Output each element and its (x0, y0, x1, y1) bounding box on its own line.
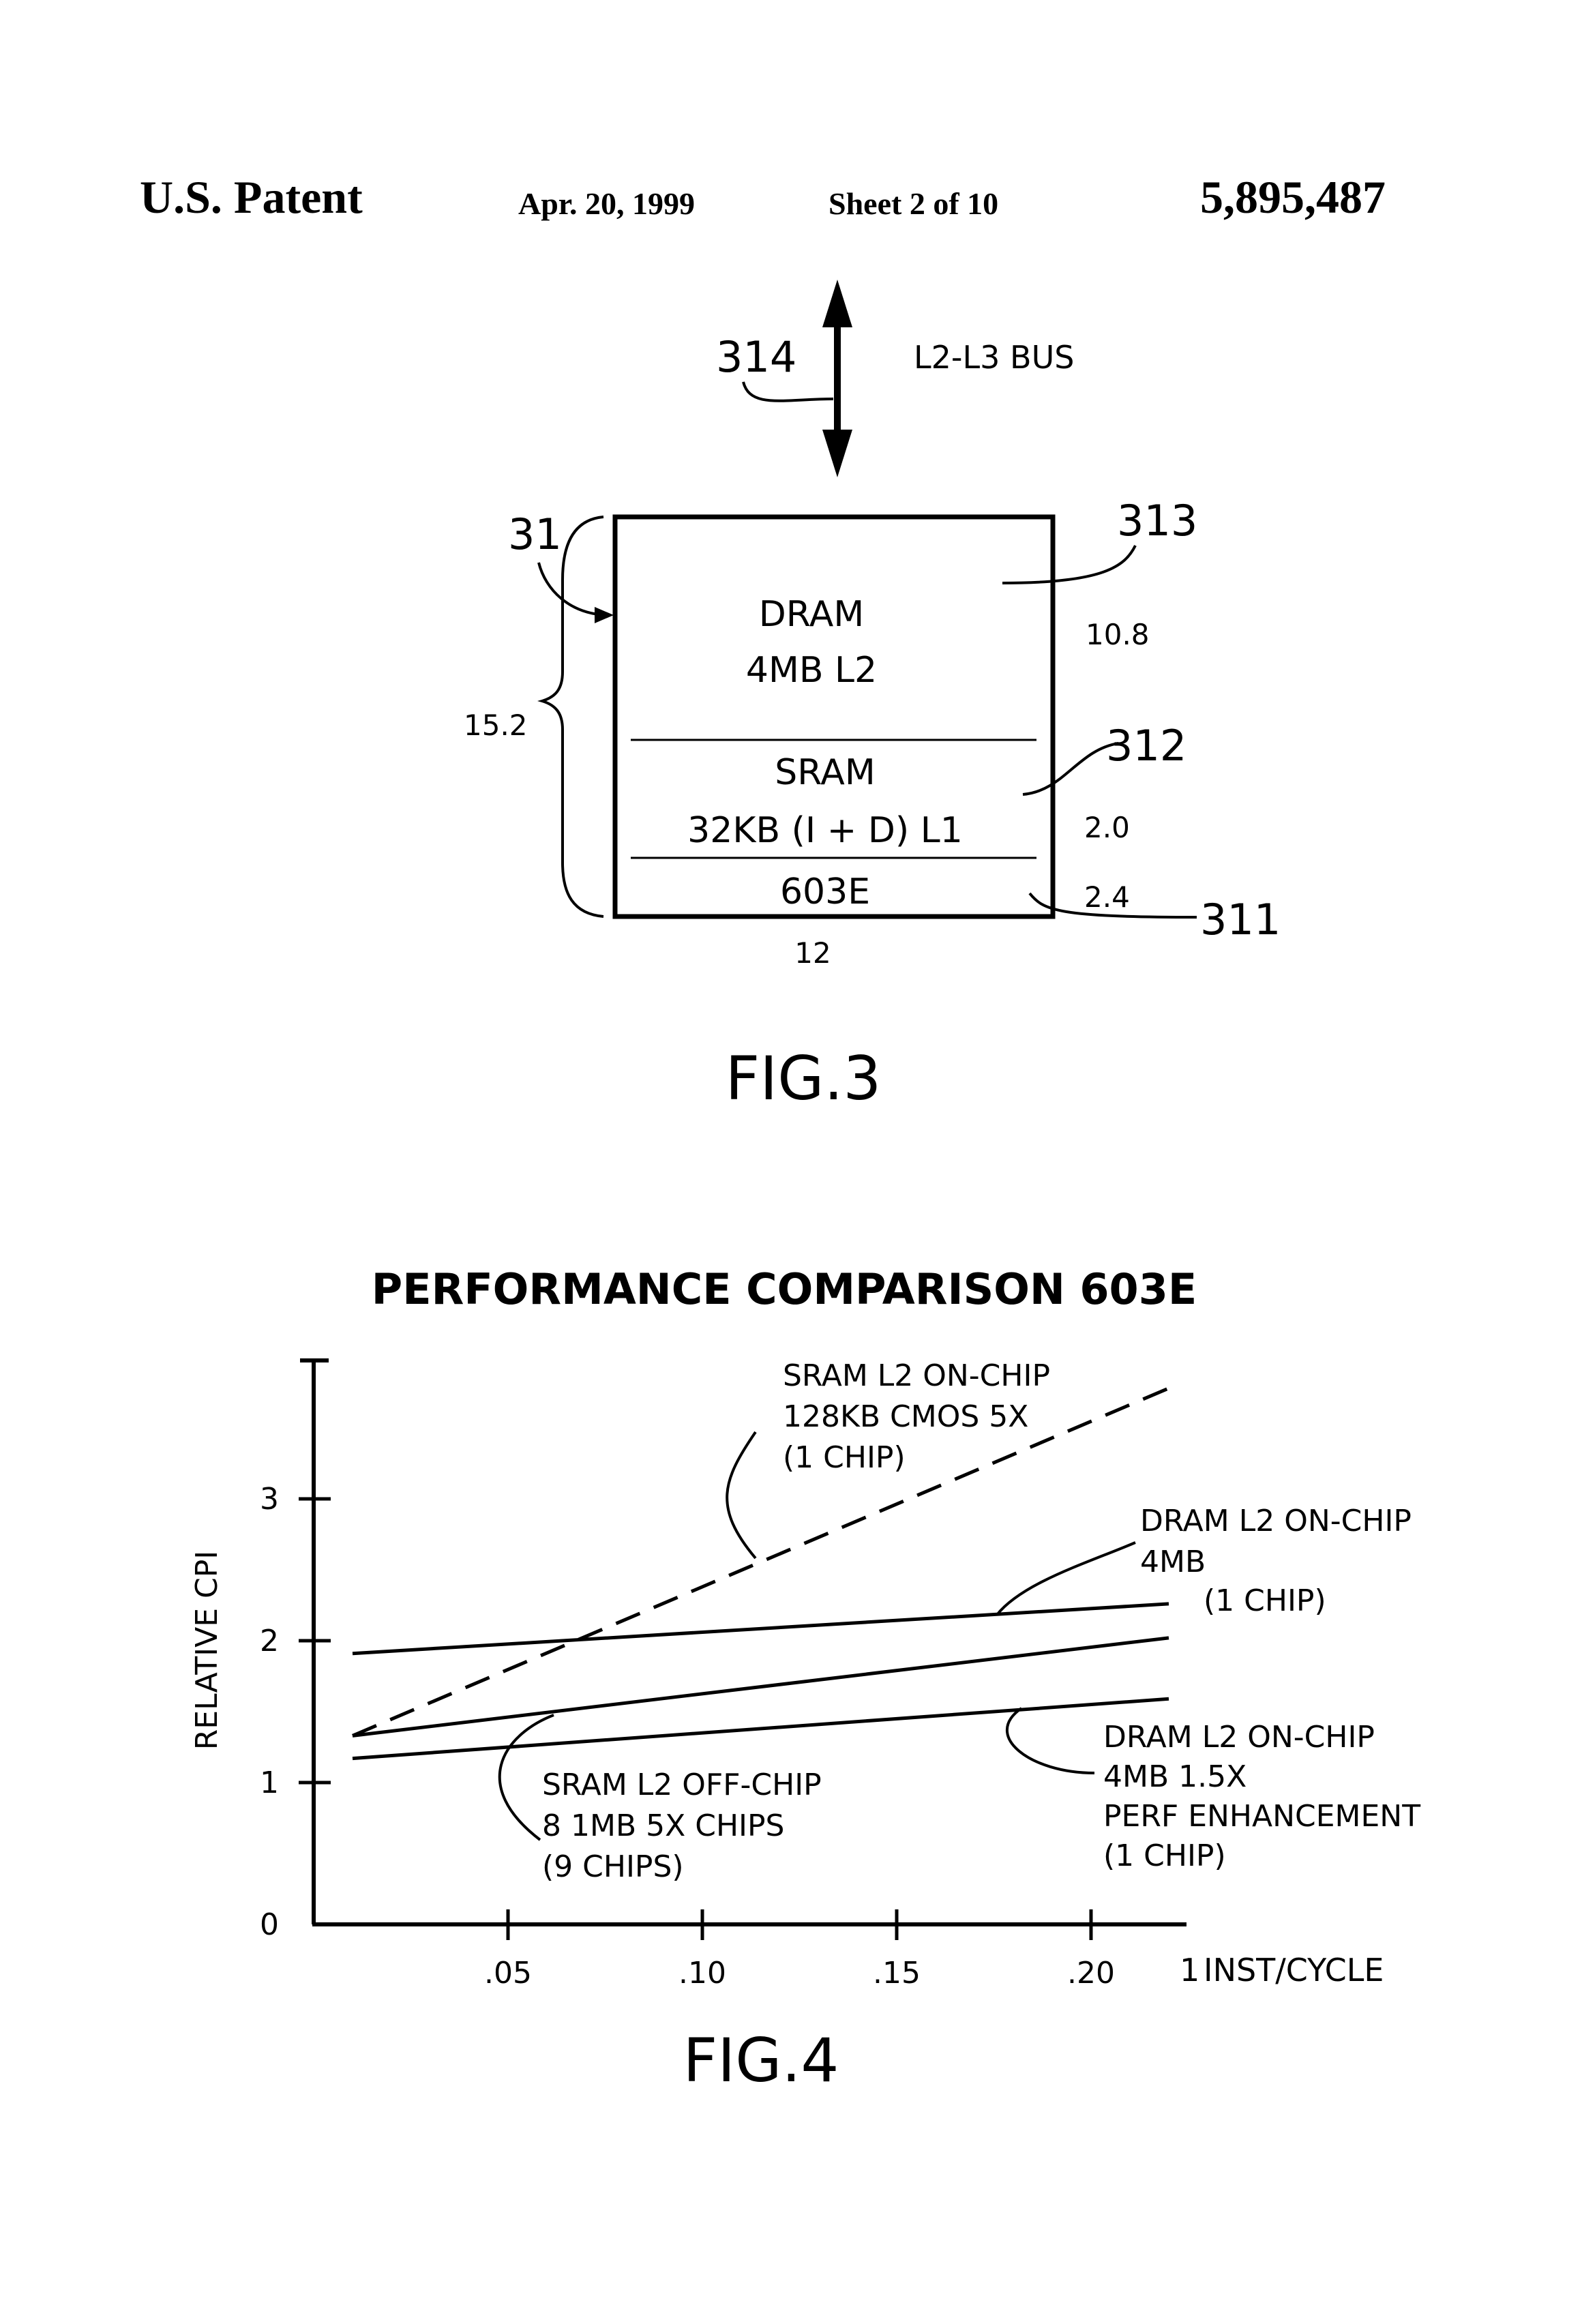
series-line-4 (353, 1699, 1169, 1758)
y-tick-label: 2 (260, 1624, 279, 1658)
x-tick-label: 1 (1180, 1952, 1199, 1988)
anno-sram-on-line1: SRAM L2 ON-CHIP (783, 1358, 1050, 1393)
anno-dram-on-line1: DRAM L2 ON-CHIP (1140, 1504, 1412, 1538)
dim-cpu: 2.4 (1084, 880, 1130, 914)
x-tick-label: .05 (484, 1956, 532, 1991)
series-line-2 (353, 1604, 1169, 1654)
anno-sram-on-leader (727, 1432, 756, 1558)
anno-sram-on-line2: 128KB CMOS 5X (783, 1399, 1028, 1434)
sram-size-label: 32KB (I + D) L1 (687, 810, 963, 851)
x-tick-label: .20 (1067, 1956, 1115, 1991)
dram-size-label: 4MB L2 (746, 650, 877, 691)
ref-dram: 313 (1117, 496, 1197, 546)
dim-width: 12 (794, 936, 831, 970)
y-ticks: 0 1 2 3 (260, 1482, 331, 1942)
ref-sram-leader (1023, 743, 1118, 794)
fig3-caption: FIG.3 (726, 1043, 882, 1114)
ref-sram: 312 (1106, 721, 1186, 771)
cpu-label: 603E (780, 872, 870, 912)
anno-dram-on-line3: (1 CHIP) (1204, 1583, 1326, 1618)
anno-dram-enh-line4: (1 CHIP) (1103, 1838, 1226, 1873)
height-brace (542, 517, 603, 917)
chip-ref-label: 31 (508, 509, 562, 559)
anno-dram-on-leader (997, 1543, 1135, 1615)
anno-sram-off-line1: SRAM L2 OFF-CHIP (542, 1768, 822, 1802)
ref-cpu: 311 (1200, 895, 1281, 944)
series-line-1 (353, 1388, 1169, 1736)
dim-sram: 2.0 (1084, 811, 1130, 844)
dim-total-height: 15.2 (464, 709, 528, 742)
dim-dram: 10.8 (1086, 618, 1150, 651)
x-ticks: .05 .10 .15 .20 1 (484, 1909, 1199, 1991)
bus-ref-leader (743, 382, 833, 401)
y-tick-label: 0 (260, 1907, 279, 1942)
series-lines (353, 1388, 1169, 1759)
dram-label: DRAM (759, 594, 865, 635)
anno-sram-off-line2: 8 1MB 5X CHIPS (542, 1808, 784, 1843)
chip-outline (615, 517, 1053, 917)
y-tick-label: 1 (260, 1766, 279, 1800)
bus-label: L2-L3 BUS (914, 339, 1074, 376)
anno-dram-enh-line2: 4MB 1.5X (1103, 1759, 1247, 1794)
sram-label: SRAM (775, 752, 875, 793)
chart-title: PERFORMANCE COMPARISON 603E (372, 1264, 1197, 1314)
chip-ref-arrow (539, 563, 607, 615)
bus-ref-label: 314 (716, 332, 796, 382)
x-tick-label: .15 (873, 1956, 921, 1991)
anno-sram-off-line3: (9 CHIPS) (542, 1849, 684, 1884)
anno-dram-enh-line1: DRAM L2 ON-CHIP (1103, 1720, 1375, 1755)
ref-dram-leader (1002, 546, 1135, 583)
anno-dram-enh-leader (1007, 1708, 1094, 1773)
x-axis-label: INST/CYCLE (1204, 1952, 1384, 1988)
anno-sram-on-line3: (1 CHIP) (783, 1440, 906, 1475)
x-tick-label: .10 (678, 1956, 726, 1991)
fig4-caption: FIG.4 (683, 2025, 839, 2096)
anno-dram-on-line2: 4MB (1140, 1545, 1206, 1579)
series-line-3 (353, 1638, 1169, 1736)
fig3-diagram: 314 L2-L3 BUS DRAM 4MB L2 SRAM 32KB (I +… (0, 0, 1582, 1159)
fig4-chart: PERFORMANCE COMPARISON 603E RELATIVE CPI… (0, 1159, 1582, 2319)
y-axis-label: RELATIVE CPI (190, 1551, 224, 1751)
anno-dram-enh-line3: PERF ENHANCEMENT (1103, 1799, 1420, 1834)
y-tick-label: 3 (260, 1482, 279, 1517)
bus-arrow (822, 280, 852, 477)
